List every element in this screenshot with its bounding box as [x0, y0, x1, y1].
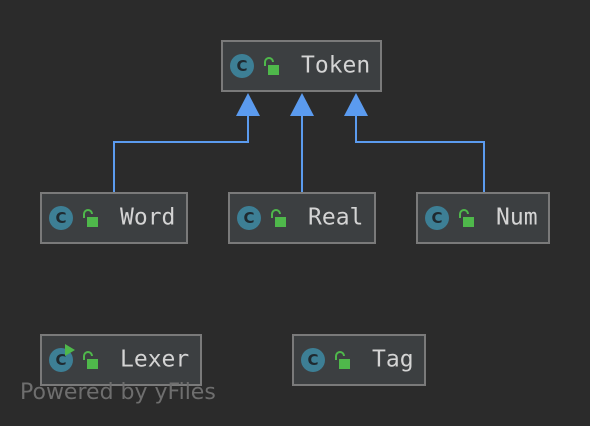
inheritance-arrow: [344, 93, 368, 116]
edge-num-token: [344, 93, 485, 192]
yfiles-watermark: Powered by yFiles: [20, 380, 216, 405]
node-lexer[interactable]: C Lexer: [40, 334, 202, 386]
runnable-class-icon: C: [49, 344, 75, 372]
node-token[interactable]: C Token: [221, 40, 382, 92]
node-label: Num: [496, 204, 538, 231]
unlocked-padlock-icon: [335, 351, 350, 369]
node-num[interactable]: C Num: [416, 192, 550, 244]
unlocked-padlock-icon: [271, 209, 286, 227]
class-icon: C: [230, 54, 254, 78]
unlocked-padlock-icon: [264, 57, 279, 75]
node-label: Token: [301, 52, 371, 79]
inheritance-arrow: [290, 93, 314, 116]
unlocked-padlock-icon: [459, 209, 474, 227]
node-label: Real: [308, 204, 364, 231]
node-label: Tag: [372, 346, 414, 373]
node-word[interactable]: C Word: [40, 192, 188, 244]
unlocked-padlock-icon: [83, 209, 98, 227]
class-icon: C: [49, 206, 73, 230]
class-icon: C: [237, 206, 261, 230]
class-icon: C: [301, 348, 325, 372]
inheritance-arrow: [236, 93, 260, 116]
node-real[interactable]: C Real: [228, 192, 376, 244]
class-icon: C: [425, 206, 449, 230]
node-label: Word: [120, 204, 176, 231]
unlocked-padlock-icon: [83, 351, 98, 369]
node-label: Lexer: [120, 346, 190, 373]
edge-word-token: [113, 93, 260, 192]
run-marker-icon: [65, 344, 75, 356]
node-tag[interactable]: C Tag: [292, 334, 426, 386]
edge-real-token: [290, 93, 314, 192]
